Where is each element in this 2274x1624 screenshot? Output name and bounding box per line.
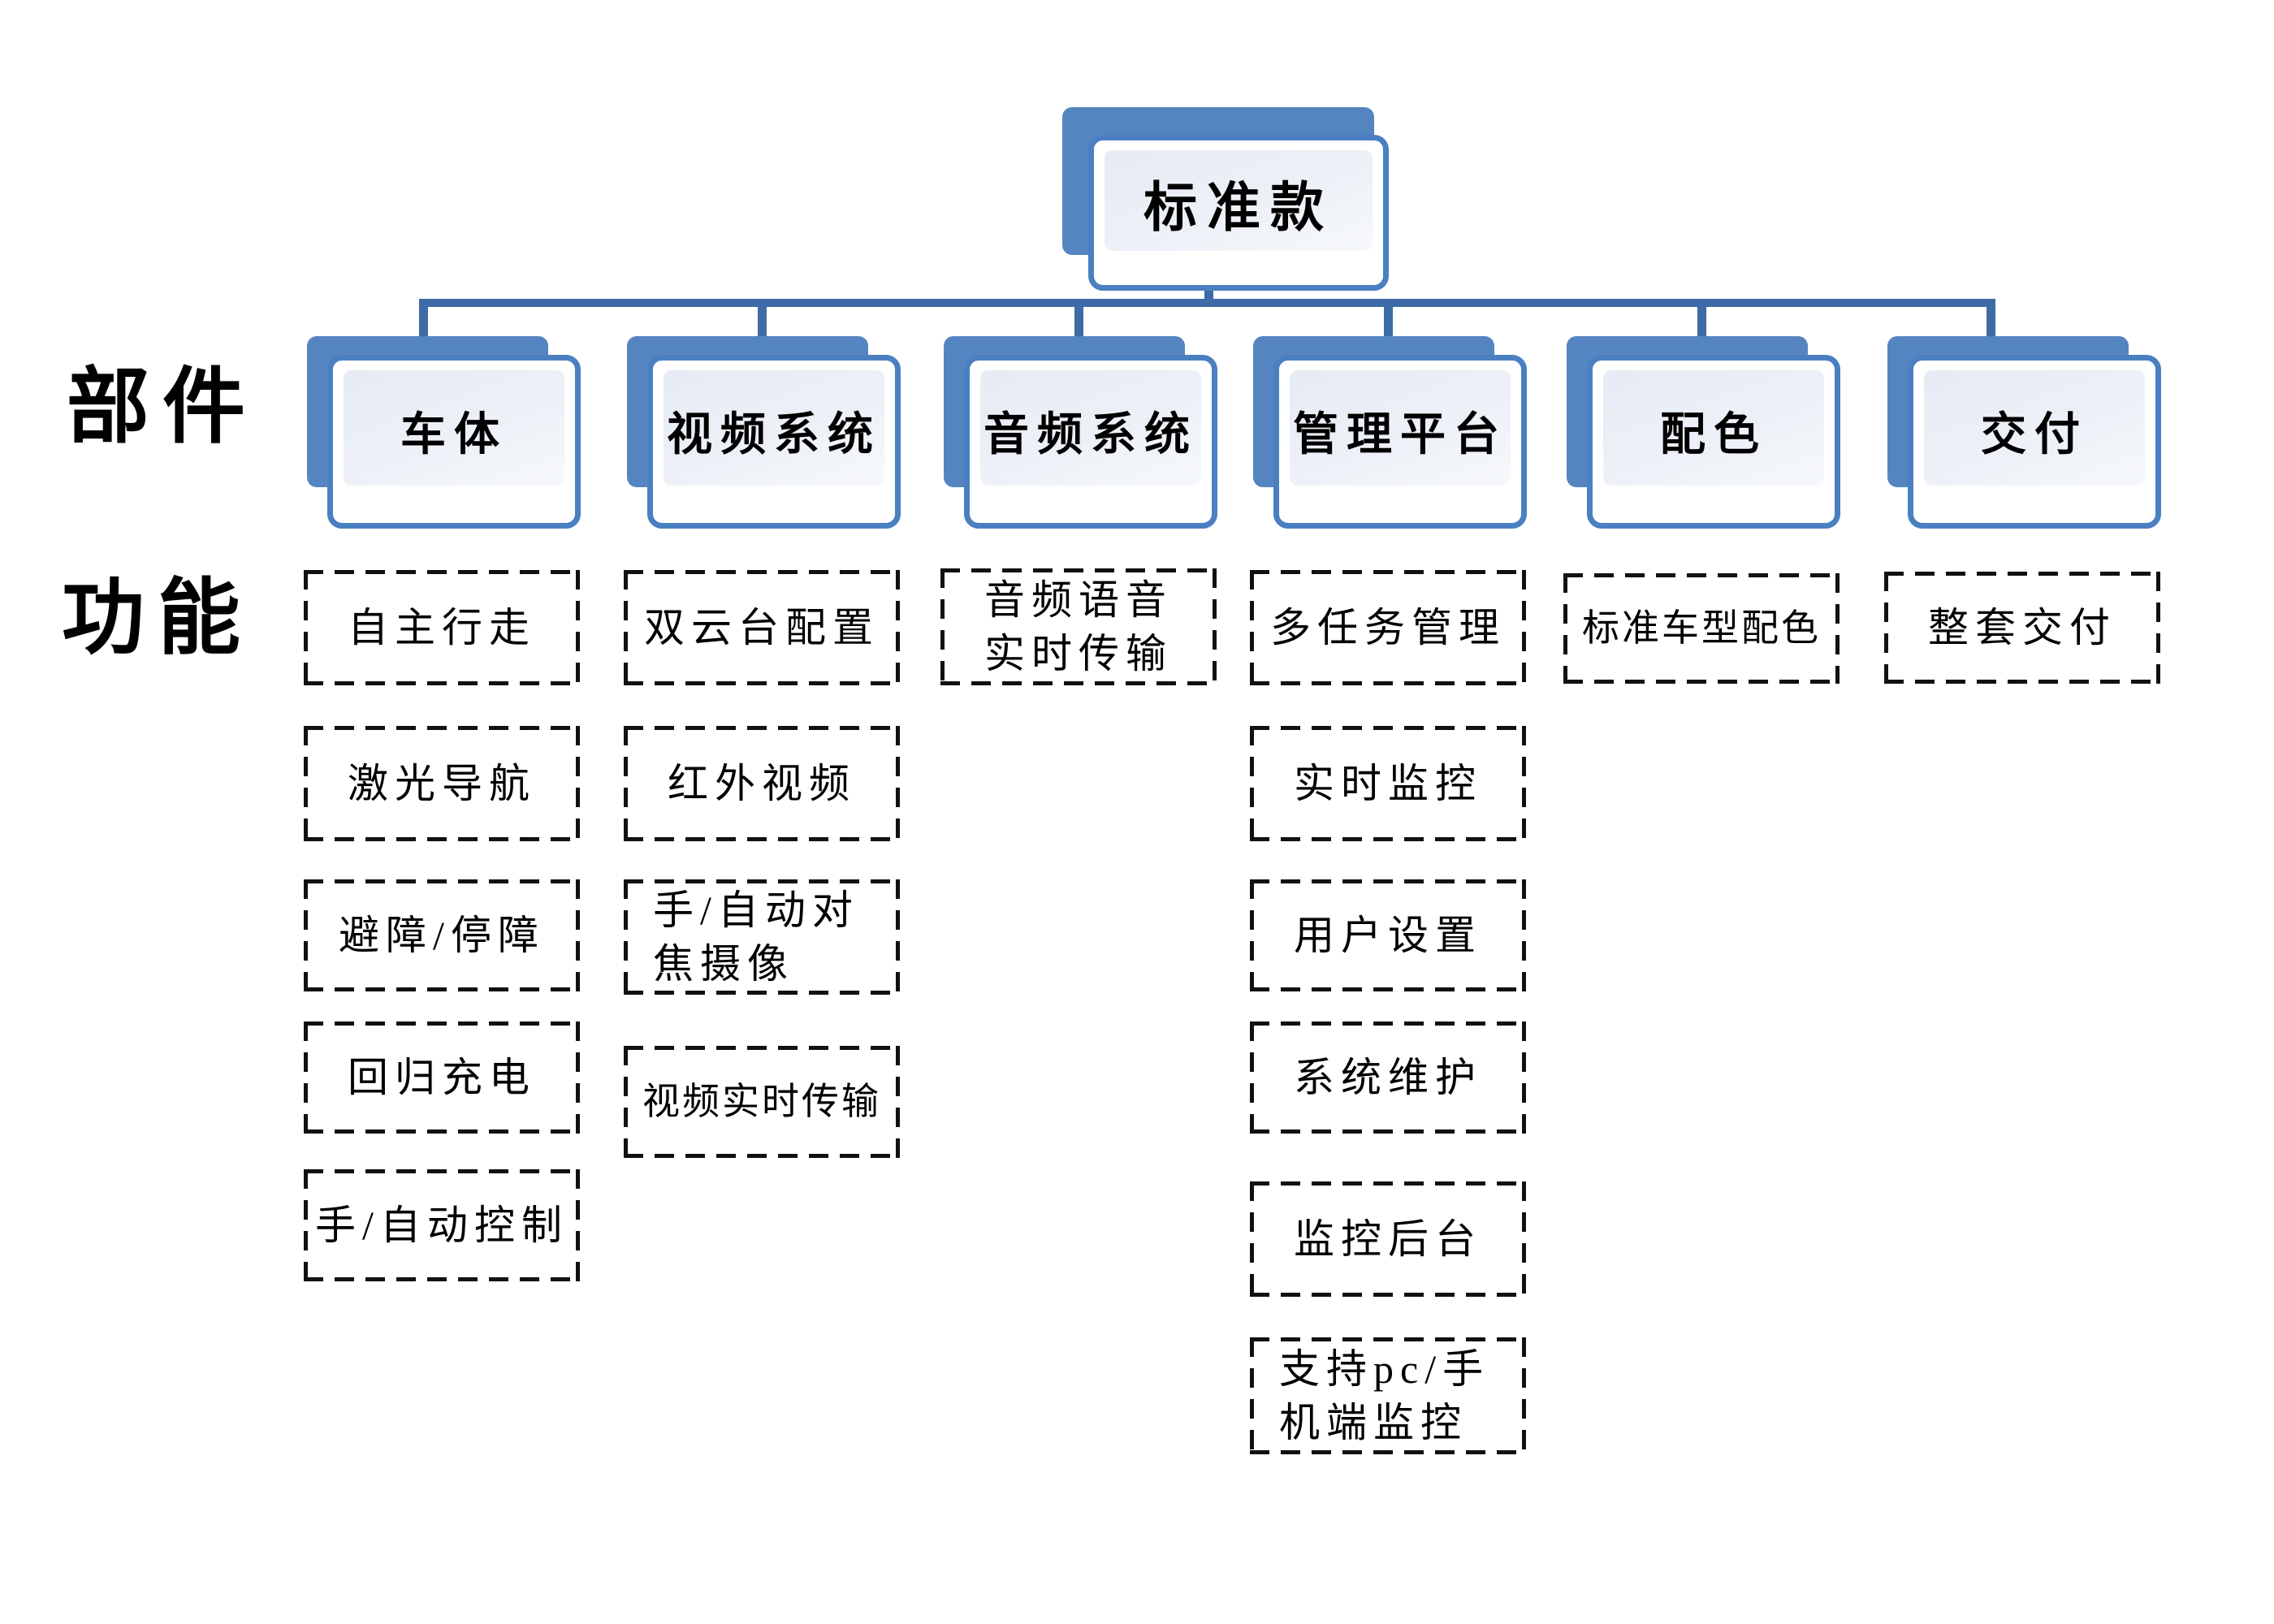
component-node-body: 音频系统 [964,355,1217,529]
component-node-body: 车体 [327,355,581,529]
connector-drop-6 [1987,304,1995,338]
connector-drop-3 [1074,304,1083,338]
component-node-panel [1924,370,2145,486]
connector-root-stub [1204,283,1213,304]
row-label-parts: 部件 [67,362,258,454]
feature-box: 支持pc/手 机端监控 [1250,1337,1526,1454]
root-node-panel [1105,150,1373,251]
feature-box: 实时监控 [1250,726,1526,841]
row-label-functions: 功能 [62,573,253,665]
component-node-body: 视频系统 [647,355,901,529]
root-node: 标准款 [1088,135,1389,291]
feature-box: 手/自动控制 [304,1169,580,1281]
connector-horizontal-line [419,299,1995,307]
component-node-body: 配色 [1587,355,1840,529]
feature-box: 监控后台 [1250,1181,1526,1297]
feature-box: 激光导航 [304,726,580,841]
feature-box: 系统维护 [1250,1021,1526,1134]
component-node-label: 音频系统 [984,409,1198,460]
feature-box: 用户设置 [1250,879,1526,991]
connector-drop-2 [758,304,767,338]
component-node-panel [1603,370,1824,486]
component-node-panel [1290,370,1511,486]
connector-drop-5 [1697,304,1706,338]
feature-box: 整套交付 [1884,572,2160,684]
component-node-body: 交付 [1908,355,2161,529]
component-node-label: 配色 [1660,409,1767,460]
component-node-body: 管理平台 [1273,355,1527,529]
feature-box: 音频语音 实时传输 [940,568,1217,685]
feature-box: 视频实时传输 [624,1046,900,1158]
feature-box: 回归充电 [304,1021,580,1134]
component-node-panel [664,370,884,486]
feature-box: 手/自动对 焦摄像 [624,879,900,995]
connector-drop-1 [419,304,428,338]
feature-box: 避障/停障 [304,879,580,991]
component-node-label: 管理平台 [1293,409,1507,460]
feature-box: 多任务管理 [1250,570,1526,685]
component-node-label: 视频系统 [667,409,881,460]
component-node-panel [980,370,1201,486]
root-node-label: 标准款 [1143,179,1334,238]
feature-box: 双云台配置 [624,570,900,685]
feature-box: 红外视频 [624,726,900,841]
feature-box: 自主行走 [304,570,580,685]
component-node-label: 车体 [400,409,508,460]
connector-drop-4 [1384,304,1393,338]
component-node-label: 交付 [1981,409,2088,460]
component-node-panel [344,370,564,486]
feature-box: 标准车型配色 [1563,573,1840,684]
